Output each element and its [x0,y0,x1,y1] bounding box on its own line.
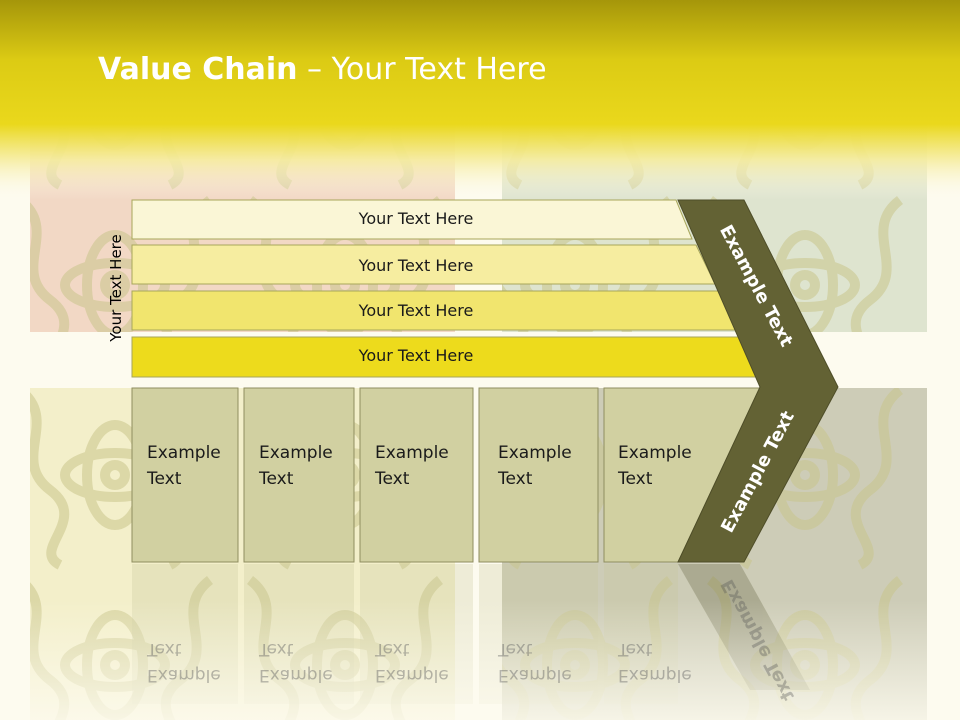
box-2-shape [243,387,355,563]
bar-3-label: Your Text Here [358,301,474,320]
title-rest: – Your Text Here [297,52,547,87]
box-4-shape [478,387,599,563]
box-1-label: Example Text [147,443,221,489]
bottom-fade [0,600,960,720]
header-band [0,0,960,200]
title-bold: Value Chain [98,52,298,87]
box-5-reflection: Example Text [618,639,692,685]
box-4-reflection: Example Text [498,639,572,685]
bar-4-label: Your Text Here [358,346,474,365]
box-2-label: Example Text [259,443,333,489]
chevron-shape [677,199,839,563]
box-5-label: Example Text [618,443,692,489]
box-3-reflection: Example Text [375,639,449,685]
box-1-reflection: Example Text [147,639,221,685]
box-1-shape [131,387,239,563]
bar-2-label: Your Text Here [358,256,474,275]
bar-1-shape [131,199,693,240]
box-2-reflection: Example Text [259,639,333,685]
box-4-label: Example Text [498,443,572,489]
side-label: Your Text Here [107,234,125,342]
box-3-shape [359,387,474,563]
slide-title: Value Chain – Your Text Here [98,52,547,87]
bar-1-label: Your Text Here [358,209,474,228]
box-3-label: Example Text [375,443,449,489]
